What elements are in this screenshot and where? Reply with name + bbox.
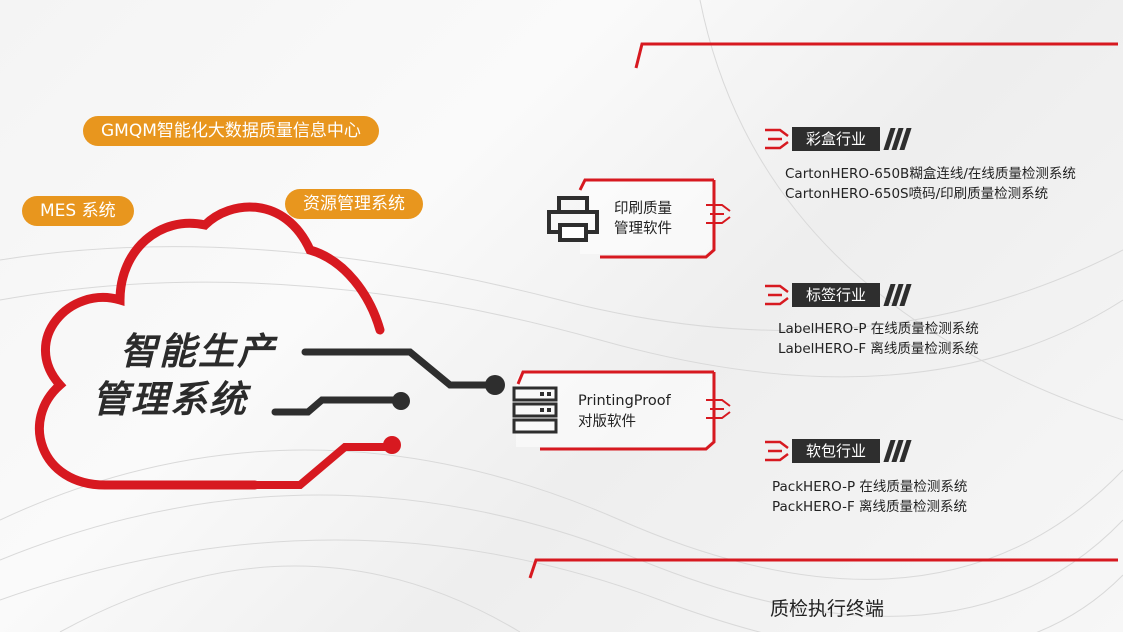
top-bracket xyxy=(634,42,1118,69)
tag-bars-decoration xyxy=(883,128,912,150)
printer-icon xyxy=(547,196,599,242)
cloud-title-line1: 智能生产 xyxy=(120,330,276,373)
cloud-outline xyxy=(34,202,385,490)
resource-management-badge: 资源管理系统 xyxy=(285,189,423,219)
connector-line-2 xyxy=(271,396,404,416)
printing-proof-box xyxy=(516,370,716,451)
qc-terminal-label: 质检执行终端 xyxy=(770,598,885,620)
gmqm-center-badge: GMQM智能化大数据质量信息中心 xyxy=(83,116,379,146)
connector-line-1 xyxy=(301,348,499,389)
industry-name: 彩盒行业 xyxy=(792,127,881,151)
industry-tag-flexible-pack: 软包行业 xyxy=(786,438,912,464)
printing-proof-label-1: PrintingProof xyxy=(578,393,671,409)
industry-tag-label: 标签行业 xyxy=(786,282,912,308)
tag-bars-decoration xyxy=(883,284,912,306)
industry-name: 软包行业 xyxy=(792,439,881,463)
printing-proof-label-2: 对版软件 xyxy=(578,414,636,430)
cloud-title-line2: 管理系统 xyxy=(92,378,248,421)
tag-bars-decoration xyxy=(883,440,912,462)
product-item: LabelHERO-F 离线质量检测系统 xyxy=(778,341,979,357)
industry-name: 标签行业 xyxy=(792,283,881,307)
bottom-bracket xyxy=(528,558,1118,579)
mes-system-badge: MES 系统 xyxy=(22,196,134,226)
connector-line-3 xyxy=(251,443,394,489)
print-quality-label-2: 管理软件 xyxy=(614,221,672,237)
product-item: CartonHERO-650S喷码/印刷质量检测系统 xyxy=(785,186,1049,202)
product-item: PackHERO-P 在线质量检测系统 xyxy=(772,479,968,495)
product-item: LabelHERO-P 在线质量检测系统 xyxy=(778,321,979,337)
product-item: CartonHERO-650B糊盒连线/在线质量检测系统 xyxy=(785,166,1076,182)
industry-tag-carton: 彩盒行业 xyxy=(786,126,912,152)
product-item: PackHERO-F 离线质量检测系统 xyxy=(772,499,968,515)
print-quality-label-1: 印刷质量 xyxy=(614,201,672,217)
server-icon xyxy=(512,386,558,434)
